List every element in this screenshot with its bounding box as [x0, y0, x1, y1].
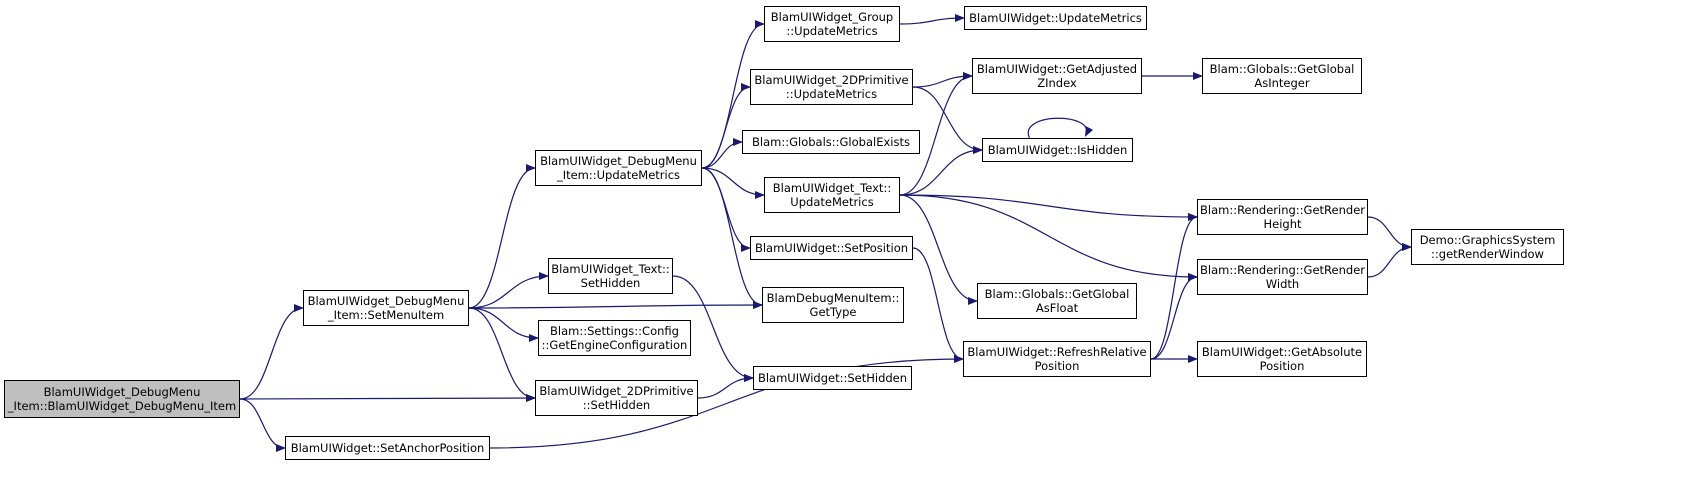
node-label-line: BlamUIWidget::UpdateMetrics	[969, 11, 1142, 25]
node-label-line: BlamUIWidget_Group	[770, 10, 894, 24]
node-label-line: BlamUIWidget::IsHidden	[987, 143, 1128, 157]
edge-textUpdateMetrics-to-isHidden	[899, 146, 983, 196]
edge-root-to-setAnchorPosition	[239, 398, 286, 452]
node-label-line: AsFloat	[1035, 301, 1079, 315]
edge-isHidden-to-isHidden	[1027, 117, 1094, 139]
edge-prim2dUpdateMetrics-to-getAdjustedZIndex	[912, 72, 973, 88]
node-label-line: GetType	[809, 305, 857, 319]
node-label-line: UpdateMetrics	[790, 195, 874, 209]
node-updateMetrics[interactable]: BlamUIWidget_DebugMenu_Item::UpdateMetri…	[535, 150, 702, 186]
edge-textUpdateMetrics-to-getRenderWidth	[899, 194, 1198, 281]
edge-groupUpdateMetrics-to-widgetUpdateMetrics	[899, 14, 965, 25]
node-label-line: BlamUIWidget::GetAdjusted	[976, 62, 1138, 76]
edge-updateMetrics-to-setPosition	[701, 167, 751, 252]
edge-setMenuItem-to-updateMetrics	[468, 164, 536, 309]
node-setAnchorPosition[interactable]: BlamUIWidget::SetAnchorPosition	[285, 436, 490, 460]
node-label-line: _Item::BlamUIWidget_DebugMenu_Item	[7, 399, 237, 413]
node-label-line: _Item::UpdateMetrics	[556, 168, 681, 182]
node-label-line: BlamUIWidget::GetAbsolute	[1201, 345, 1363, 359]
node-label-line: Blam::Globals::GetGlobal	[1209, 62, 1355, 76]
edge-setMenuItem-to-getType	[468, 301, 763, 310]
node-label-line: AsInteger	[1254, 76, 1310, 90]
node-label-line: BlamUIWidget_2DPrimitive	[539, 384, 694, 398]
edge-getRenderWidth-to-getRenderWindow	[1367, 243, 1412, 278]
node-globalExists[interactable]: Blam::Globals::GlobalExists	[742, 130, 920, 154]
edge-prim2dSetHidden-to-widgetSetHidden	[697, 374, 754, 399]
edge-refreshRelativePosition-to-getRenderHeight	[1150, 213, 1198, 360]
edge-updateMetrics-to-getType	[701, 167, 763, 309]
node-prim2dUpdateMetrics[interactable]: BlamUIWidget_2DPrimitive::UpdateMetrics	[750, 69, 913, 105]
node-label-line: BlamUIWidget::SetHidden	[757, 371, 908, 385]
node-label-line: Demo::GraphicsSystem	[1419, 233, 1556, 247]
node-label-line: BlamUIWidget_DebugMenu	[540, 154, 697, 168]
edge-setAnchorPosition-to-refreshRelativePosition	[489, 355, 964, 449]
node-widgetUpdateMetrics[interactable]: BlamUIWidget::UpdateMetrics	[964, 6, 1147, 30]
node-label-line: SetHidden	[580, 276, 641, 290]
node-label-line: Position	[1034, 359, 1080, 373]
node-isHidden[interactable]: BlamUIWidget::IsHidden	[982, 138, 1133, 162]
node-label-line: BlamDebugMenuItem::	[766, 291, 900, 305]
edge-setMenuItem-to-prim2dSetHidden	[468, 307, 536, 402]
node-label-line: BlamUIWidget::SetAnchorPosition	[290, 441, 485, 455]
node-label-line: BlamUIWidget::SetPosition	[754, 241, 909, 255]
edge-textUpdateMetrics-to-getAdjustedZIndex	[899, 72, 973, 196]
node-label-line: Blam::Globals::GlobalExists	[752, 135, 910, 149]
node-label-line: BlamUIWidget::RefreshRelative	[967, 345, 1147, 359]
node-label-line: BlamUIWidget_DebugMenu	[307, 294, 465, 308]
node-label-line: Width	[1265, 277, 1300, 291]
node-label-line: Blam::Rendering::GetRender	[1200, 203, 1365, 217]
node-label-line: BlamUIWidget_2DPrimitive	[754, 73, 909, 87]
edge-updateMetrics-to-globalExists	[701, 138, 743, 169]
edge-updateMetrics-to-prim2dUpdateMetrics	[701, 83, 751, 169]
edge-refreshRelativePosition-to-getRenderWidth	[1150, 273, 1198, 360]
node-root[interactable]: BlamUIWidget_DebugMenu_Item::BlamUIWidge…	[4, 380, 240, 418]
edge-root-to-prim2dSetHidden	[239, 394, 536, 403]
edge-textUpdateMetrics-to-getGlobalAsFloat	[899, 194, 978, 305]
node-label-line: BlamUIWidget_DebugMenu	[43, 385, 201, 399]
node-label-line: Blam::Globals::GetGlobal	[984, 287, 1130, 301]
node-label-line: Blam::Settings::Config	[550, 324, 679, 338]
edge-updateMetrics-to-textUpdateMetrics	[701, 167, 765, 199]
edge-setPosition-to-refreshRelativePosition	[912, 247, 964, 363]
node-label-line: Height	[1263, 217, 1302, 231]
node-textUpdateMetrics[interactable]: BlamUIWidget_Text::UpdateMetrics	[764, 177, 900, 213]
node-label-line: Blam::Rendering::GetRender	[1200, 263, 1365, 277]
edge-setMenuItem-to-textSetHidden	[468, 272, 549, 309]
node-label-line: Position	[1259, 359, 1305, 373]
node-label-line: ZIndex	[1037, 76, 1077, 90]
node-getType[interactable]: BlamDebugMenuItem::GetType	[762, 287, 904, 323]
node-widgetSetHidden[interactable]: BlamUIWidget::SetHidden	[753, 366, 912, 390]
node-label-line: _Item::SetMenuItem	[327, 308, 445, 322]
node-setPosition[interactable]: BlamUIWidget::SetPosition	[750, 236, 913, 260]
node-groupUpdateMetrics[interactable]: BlamUIWidget_Group::UpdateMetrics	[764, 6, 900, 42]
node-setMenuItem[interactable]: BlamUIWidget_DebugMenu_Item::SetMenuItem	[303, 290, 469, 326]
node-label-line: ::SetHidden	[582, 398, 651, 412]
node-label-line: BlamUIWidget_Text::	[551, 262, 670, 276]
edge-setMenuItem-to-getEngineConfiguration	[468, 307, 539, 342]
edge-root-to-setMenuItem	[239, 304, 304, 400]
node-label-line: ::UpdateMetrics	[786, 24, 878, 38]
node-prim2dSetHidden[interactable]: BlamUIWidget_2DPrimitive::SetHidden	[535, 380, 698, 416]
node-getEngineConfiguration[interactable]: Blam::Settings::Config::GetEngineConfigu…	[538, 320, 691, 356]
node-label-line: ::UpdateMetrics	[785, 87, 878, 101]
node-label-line: ::getRenderWindow	[1431, 247, 1544, 261]
node-label-line: ::GetEngineConfiguration	[541, 338, 688, 352]
node-textSetHidden[interactable]: BlamUIWidget_Text::SetHidden	[548, 258, 673, 294]
node-label-line: BlamUIWidget_Text::	[772, 181, 892, 195]
edge-prim2dUpdateMetrics-to-isHidden	[912, 86, 983, 154]
edge-textUpdateMetrics-to-getRenderHeight	[899, 194, 1198, 221]
node-getRenderWindow[interactable]: Demo::GraphicsSystem::getRenderWindow	[1411, 229, 1564, 265]
edge-getRenderHeight-to-getRenderWindow	[1367, 216, 1412, 251]
edge-textSetHidden-to-widgetSetHidden	[672, 275, 754, 382]
